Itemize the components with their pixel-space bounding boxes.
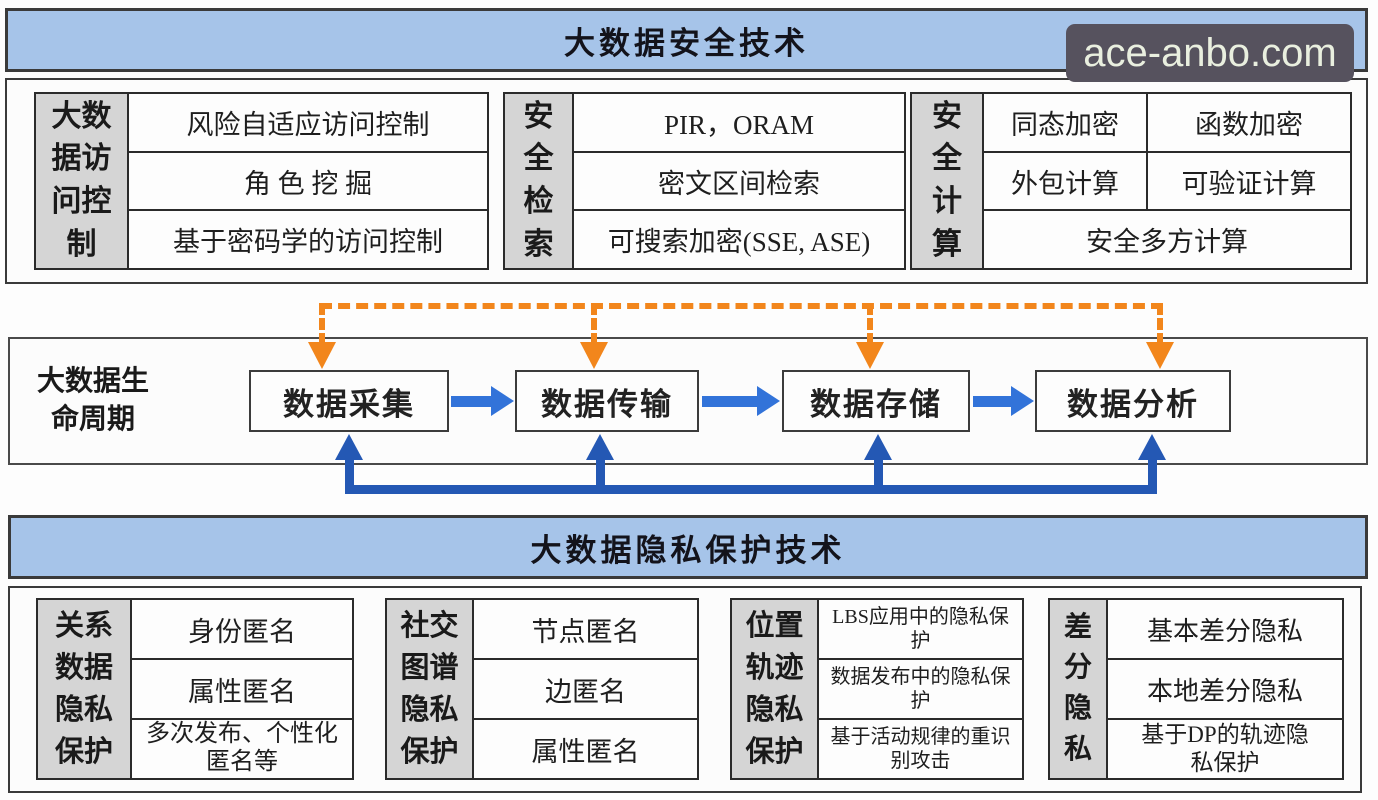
group-items-grid: 同态加密 函数加密 外包计算 可验证计算 安全多方计算 [982,92,1352,271]
group-access-control: 大数据访问控制 风险自适应访问控制 角 色 挖 掘 基于密码学的访问控制 [34,92,489,271]
group-items: LBS应用中的隐私保护 数据发布中的隐私保护 基于活动规律的重识别攻击 [817,598,1024,780]
group-label-text: 关系数据隐私保护 [54,609,113,769]
group-items: 基本差分隐私 本地差分隐私 基于DP的轨迹隐私保护 [1106,598,1344,780]
item-multi-release-personalized-anonymity: 多次发布、个性化匿名等 [130,718,354,780]
group-label-text: 位置轨迹隐私保护 [745,609,804,769]
item-secure-multiparty-computation: 安全多方计算 [982,209,1352,271]
item-dp-trajectory-privacy: 基于DP的轨迹隐私保护 [1106,718,1344,780]
item-functional-encryption: 函数加密 [1146,92,1352,153]
arrow-shaft [702,395,757,407]
watermark-badge: ace-anbo.com [1066,24,1354,82]
security-link-dashed-line [320,303,1163,309]
stage-data-analysis: 数据分析 [1035,370,1231,432]
arrow-head-down-icon [1146,342,1174,369]
group-label-access-control: 大数据访问控制 [34,92,129,270]
privacy-tech-panel: 关系数据隐私保护 身份匿名 属性匿名 多次发布、个性化匿名等 社交图谱隐私保护 … [8,586,1362,793]
arrow-head-up-icon [335,434,363,460]
privacy-link-riser-4 [1148,456,1157,492]
group-secure-computation: 安全计算 同态加密 函数加密 外包计算 可验证计算 安全多方计算 [910,92,1352,271]
security-tech-title: 大数据安全技术 [564,25,809,61]
item-reidentification-attack: 基于活动规律的重识别攻击 [817,718,1024,780]
security-link-drop-4 [1157,303,1163,345]
item-publishing-privacy: 数据发布中的隐私保护 [817,658,1024,720]
item-text: 基于DP的轨迹隐私保护 [1141,722,1309,775]
item-basic-differential-privacy: 基本差分隐私 [1106,598,1344,660]
stage-data-storage: 数据存储 [782,370,970,432]
arrow-head-up-icon [586,434,614,460]
privacy-tech-header: 大数据隐私保护技术 [8,515,1368,579]
item-homomorphic-encryption: 同态加密 [982,92,1148,153]
group-label-differential-privacy: 差分隐私 [1048,598,1108,780]
item-verifiable-computation: 可验证计算 [1146,150,1352,212]
privacy-link-riser-2 [596,456,605,492]
item-lbs-privacy: LBS应用中的隐私保护 [817,598,1024,660]
group-label-location-trajectory-privacy: 位置轨迹隐私保护 [730,598,819,780]
lifecycle-label: 大数据生命周期 [16,363,170,439]
group-label-secure-computation: 安全计算 [910,92,984,270]
flow-arrow-right-1 [451,386,514,416]
group-label-text: 社交图谱隐私保护 [400,609,459,769]
group-label-text: 大数据访问控制 [51,99,112,261]
privacy-link-line [345,485,1157,494]
security-link-drop-3 [867,303,873,345]
group-items: 节点匿名 边匿名 属性匿名 [472,598,699,780]
arrow-head-up-icon [1138,434,1166,460]
arrow-head-down-icon [308,342,336,369]
group-label-text: 安全计算 [932,99,962,261]
group-secure-retrieval: 安全检索 PIR，ORAM 密文区间检索 可搜索加密(SSE, ASE) [503,92,906,271]
arrow-head-right-icon [1011,386,1034,416]
group-location-trajectory-privacy: 位置轨迹隐私保护 LBS应用中的隐私保护 数据发布中的隐私保护 基于活动规律的重… [730,598,1024,780]
arrow-head-right-icon [757,386,780,416]
item-risk-adaptive-access: 风险自适应访问控制 [127,92,489,153]
privacy-link-riser-1 [345,456,354,492]
flow-arrow-right-2 [702,386,780,416]
group-label-text: 安全检索 [523,99,554,261]
group-social-graph-privacy: 社交图谱隐私保护 节点匿名 边匿名 属性匿名 [385,598,699,780]
item-attribute-anonymity: 属性匿名 [472,718,699,780]
group-items: 风险自适应访问控制 角 色 挖 掘 基于密码学的访问控制 [127,92,489,271]
grid-row: 外包计算 可验证计算 [982,150,1352,212]
item-edge-anonymity: 边匿名 [472,658,699,720]
arrow-head-down-icon [856,342,884,369]
arrow-head-right-icon [491,386,514,416]
item-ciphertext-range-search: 密文区间检索 [572,150,906,212]
security-link-drop-1 [319,303,325,345]
item-searchable-encryption: 可搜索加密(SSE, ASE) [572,209,906,271]
group-items: PIR，ORAM 密文区间检索 可搜索加密(SSE, ASE) [572,92,906,271]
arrow-shaft [973,395,1011,407]
item-role-mining: 角 色 挖 掘 [127,150,489,212]
stage-data-collection: 数据采集 [249,370,449,432]
flow-arrow-right-3 [973,386,1034,416]
lifecycle-label-text: 大数据生命周期 [36,366,149,435]
item-node-anonymity: 节点匿名 [472,598,699,660]
stage-data-transmission: 数据传输 [515,370,699,432]
group-differential-privacy: 差分隐私 基本差分隐私 本地差分隐私 基于DP的轨迹隐私保护 [1048,598,1344,780]
security-link-drop-2 [591,303,597,345]
arrow-head-up-icon [864,434,892,460]
item-attribute-anonymity: 属性匿名 [130,658,354,720]
privacy-tech-title: 大数据隐私保护技术 [530,532,846,568]
group-label-text: 差分隐私 [1063,611,1092,765]
grid-row: 安全多方计算 [982,209,1352,271]
group-label-relational-data-privacy: 关系数据隐私保护 [36,598,132,780]
item-crypto-access-control: 基于密码学的访问控制 [127,209,489,271]
security-tech-panel: 大数据访问控制 风险自适应访问控制 角 色 挖 掘 基于密码学的访问控制 安全检… [5,78,1368,284]
group-items: 身份匿名 属性匿名 多次发布、个性化匿名等 [130,598,354,780]
group-label-secure-retrieval: 安全检索 [503,92,574,270]
item-pir-oram: PIR，ORAM [572,92,906,153]
group-relational-data-privacy: 关系数据隐私保护 身份匿名 属性匿名 多次发布、个性化匿名等 [36,598,354,780]
arrow-head-down-icon [580,342,608,369]
item-local-differential-privacy: 本地差分隐私 [1106,658,1344,720]
arrow-shaft [451,395,491,407]
grid-row: 同态加密 函数加密 [982,92,1352,153]
item-identity-anonymity: 身份匿名 [130,598,354,660]
privacy-link-riser-3 [874,456,883,492]
group-label-social-graph-privacy: 社交图谱隐私保护 [385,598,474,780]
item-outsourced-computation: 外包计算 [982,150,1148,212]
watermark-text: ace-anbo.com [1083,30,1337,75]
